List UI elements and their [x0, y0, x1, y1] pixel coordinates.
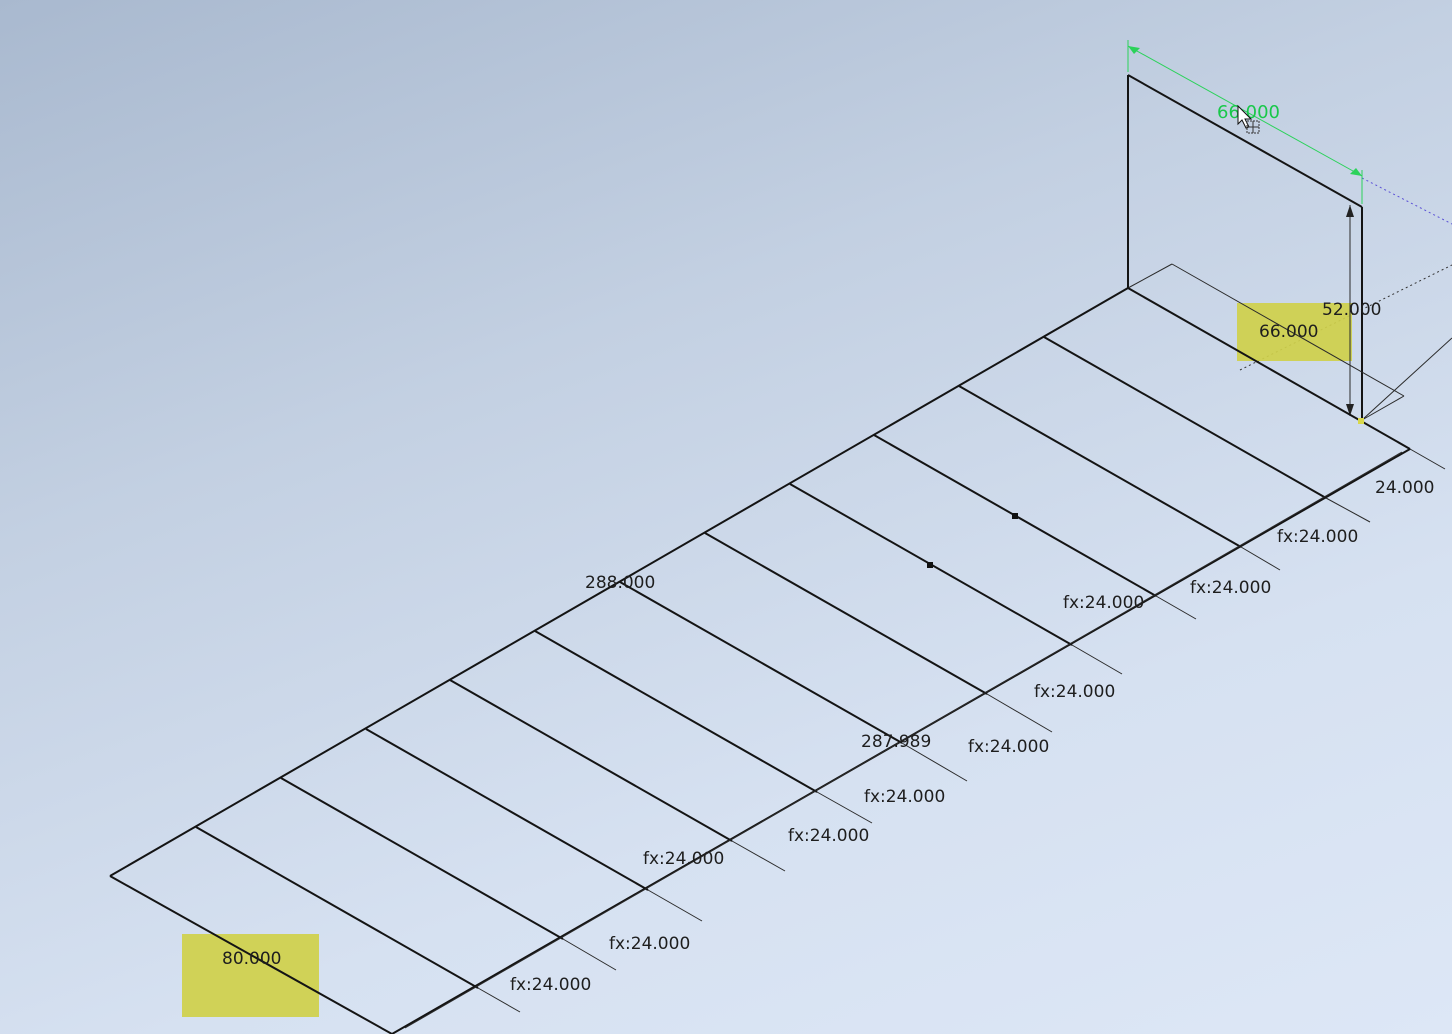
rung-line-6[interactable] [619, 581, 903, 744]
dim-arrow-right [1350, 168, 1362, 176]
spacing-dim-value[interactable]: fx:24.000 [643, 849, 724, 869]
total-length-value[interactable]: 288.000 [585, 573, 655, 593]
spacing-dim-value[interactable]: fx:24.000 [609, 934, 690, 954]
chain-ext [901, 742, 968, 782]
sketch-point[interactable] [1012, 513, 1018, 519]
rung-line-5[interactable] [534, 630, 818, 793]
chain-ext [731, 840, 786, 872]
rung-line-4[interactable] [449, 679, 733, 842]
wall-depth-value[interactable]: 66.000 [1259, 322, 1318, 342]
vertical-wall-profile[interactable] [1127, 74, 1363, 422]
chain-ext [1240, 546, 1281, 571]
rung-line-2[interactable] [280, 777, 564, 940]
active-width-value[interactable]: 66.000 [1217, 102, 1280, 123]
spacing-dim-value[interactable]: fx:24.000 [788, 826, 869, 846]
spacing-dim-value[interactable]: fx:24.000 [510, 975, 591, 995]
spacing-dim-value[interactable]: fx:24.000 [1277, 527, 1358, 547]
spacing-dim-value[interactable]: fx:24.000 [1190, 578, 1271, 598]
chain-ext [1325, 497, 1371, 523]
chain-ext [477, 987, 521, 1013]
rung-line-1[interactable] [195, 826, 479, 989]
wall-depth-dimension[interactable] [1127, 263, 1405, 421]
dim-line [1127, 45, 1363, 177]
chain-ext [1071, 644, 1123, 675]
wall-height-value[interactable]: 52.000 [1322, 300, 1381, 320]
chain-ext [647, 889, 703, 922]
sketch-point[interactable] [927, 562, 933, 568]
depth-ext-2 [1361, 395, 1405, 421]
rung-line-10[interactable] [958, 385, 1242, 548]
rung-lines[interactable] [195, 336, 1327, 989]
sketch-point-highlighted[interactable] [1358, 418, 1364, 424]
rung-line-3[interactable] [365, 728, 649, 891]
wall-top-edge[interactable] [1127, 74, 1363, 208]
spacing-dim-value[interactable]: fx:24.000 [1034, 682, 1115, 702]
base-back-edge[interactable] [109, 287, 1129, 877]
end-spacing-value[interactable]: 24.000 [1375, 478, 1434, 498]
chain-dim-line [404, 451, 1403, 1029]
inference-guide-line [1361, 177, 1452, 225]
rung-line-7[interactable] [704, 532, 988, 695]
extension-line [1361, 337, 1452, 421]
dimension-highlight-bottom-width [182, 934, 319, 1017]
base-left-edge[interactable] [109, 875, 393, 1034]
spacing-dim-value[interactable]: fx:24.000 [864, 787, 945, 807]
spacing-dim-value[interactable]: fx:24.000 [968, 737, 1049, 757]
wall-height-dimension[interactable] [1346, 205, 1354, 416]
active-width-dimension[interactable] [1127, 40, 1363, 204]
rung-line-11[interactable] [1043, 336, 1327, 499]
move-grip-icon [1246, 120, 1260, 134]
bottom-width-value[interactable]: 80.000 [222, 949, 281, 969]
chain-ext [1409, 448, 1446, 470]
spacing-dimension-chain [404, 448, 1446, 1029]
depth-ext-1 [1127, 263, 1173, 289]
chain-ext [562, 938, 617, 971]
dimension-highlight-wall-depth [1237, 303, 1352, 361]
chain-ext [986, 693, 1053, 733]
inner-length-value[interactable]: 287.989 [861, 732, 931, 752]
chain-ext [816, 791, 873, 824]
depth-dim-line [1171, 263, 1405, 397]
height-dim-arrow-bottom [1346, 404, 1354, 416]
spacing-dim-value[interactable]: fx:24.000 [1063, 593, 1144, 613]
chain-ext [1155, 595, 1197, 620]
height-dim-arrow-top [1346, 205, 1354, 217]
dim-arrow-left [1128, 46, 1140, 54]
